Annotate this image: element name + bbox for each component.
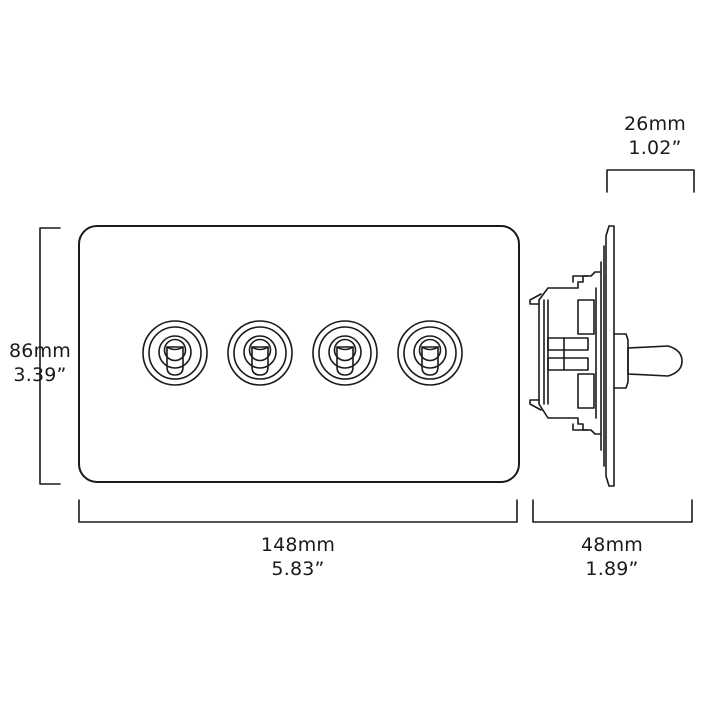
- toggle-outer-ring: [397, 320, 463, 386]
- toggle-bushing: [158, 335, 192, 369]
- toggle-inner-ring: [318, 326, 372, 380]
- side-view: [529, 225, 683, 487]
- depth-label: 48mm 1.89”: [562, 533, 662, 581]
- toggle-bushing-inner: [333, 338, 357, 362]
- side-terminal: [547, 357, 589, 371]
- toggle-switch: [227, 320, 293, 386]
- protrusion-label: 26mm 1.02”: [605, 112, 705, 160]
- toggle-inner-ring: [233, 326, 287, 380]
- toggle-lever-edge: [166, 346, 184, 351]
- toggle-bushing: [243, 335, 277, 369]
- toggle-inner-ring: [148, 326, 202, 380]
- height-mm: 86mm: [9, 340, 71, 362]
- toggle-outer-ring: [227, 320, 293, 386]
- height-label: 86mm 3.39”: [0, 339, 80, 387]
- toggle-bushing: [328, 335, 362, 369]
- width-dimension-line: [78, 499, 518, 523]
- toggle-lever-edge: [336, 346, 354, 351]
- side-faceplate: [605, 225, 615, 487]
- toggle-lever: [421, 346, 439, 376]
- side-box-detail: [529, 293, 542, 305]
- toggle-lever: [251, 346, 269, 376]
- side-connector: [577, 373, 595, 409]
- depth-mm: 48mm: [581, 534, 643, 556]
- height-dimension-line: [39, 227, 61, 485]
- toggle-outer-ring: [142, 320, 208, 386]
- depth-inch: 1.89”: [585, 558, 639, 580]
- toggle-lever: [166, 346, 184, 376]
- side-terminal: [547, 337, 589, 351]
- width-inch: 5.83”: [271, 558, 325, 580]
- front-plate: [78, 225, 520, 483]
- dimension-lines: [39, 169, 695, 523]
- toggle-bushing-inner: [248, 338, 272, 362]
- side-connector: [577, 299, 595, 335]
- toggle-bushing-inner: [418, 338, 442, 362]
- depth-dimension-line: [532, 499, 693, 523]
- toggle-group: [142, 320, 463, 386]
- toggle-lever-edge: [251, 346, 269, 351]
- side-toggle-lever: [627, 345, 683, 377]
- toggle-switch: [312, 320, 378, 386]
- side-toggle-bushing: [613, 333, 629, 389]
- protrusion-mm: 26mm: [624, 113, 686, 135]
- toggle-lever: [336, 346, 354, 376]
- side-back-box-bottom-clip: [572, 423, 589, 431]
- side-box-detail: [529, 399, 542, 411]
- side-back-box-top-clip: [572, 275, 589, 283]
- toggle-switch: [397, 320, 463, 386]
- toggle-lever-edge: [421, 346, 439, 351]
- protrusion-dimension-line: [606, 169, 695, 193]
- toggle-switch: [142, 320, 208, 386]
- toggle-inner-ring: [403, 326, 457, 380]
- width-mm: 148mm: [260, 534, 336, 556]
- toggle-bushing: [413, 335, 447, 369]
- toggle-outer-ring: [312, 320, 378, 386]
- height-inch: 3.39”: [13, 364, 67, 386]
- width-label: 148mm 5.83”: [238, 533, 358, 581]
- toggle-bushing-inner: [163, 338, 187, 362]
- front-view: [78, 225, 520, 483]
- protrusion-inch: 1.02”: [628, 137, 682, 159]
